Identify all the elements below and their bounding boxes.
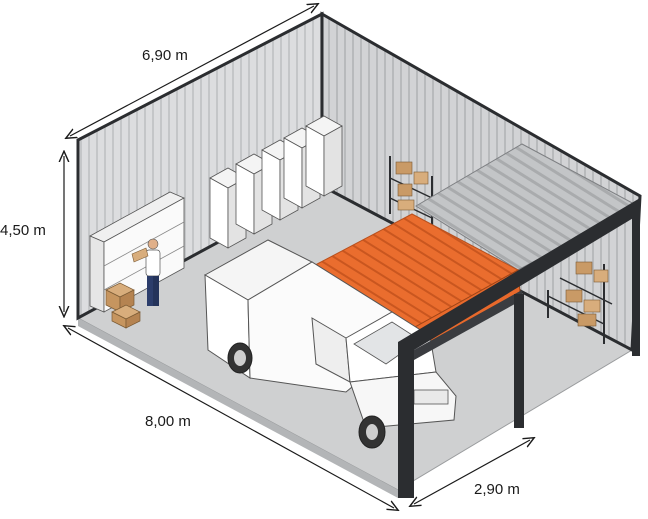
door-width-dimension-line (414, 440, 530, 504)
filing-cabinets (209, 115, 343, 249)
length-label: 8,00 m (145, 413, 191, 430)
depth-label: 6,90 m (142, 47, 188, 64)
side-rack (547, 261, 613, 344)
depth-dimension-line (70, 6, 314, 136)
worker-figure (131, 238, 161, 306)
height-label: 4,50 m (0, 222, 46, 239)
stacked-boxes (105, 282, 141, 329)
door-width-label: 2,90 m (474, 481, 520, 498)
back-rack (389, 156, 433, 232)
length-dimension-line (68, 328, 394, 508)
